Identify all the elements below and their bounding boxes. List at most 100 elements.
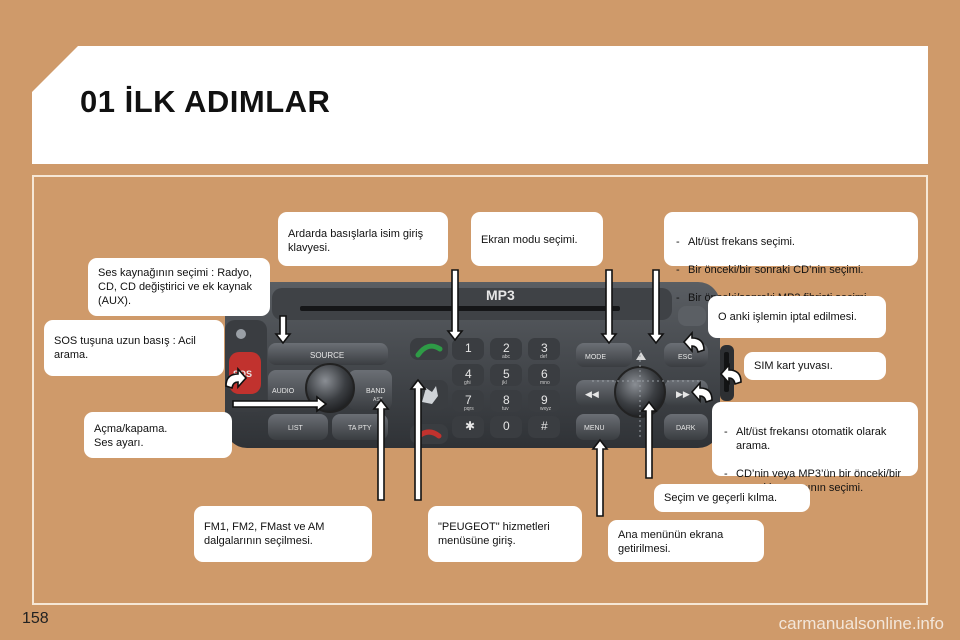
keypad-letters: ghi (464, 380, 471, 386)
up-arrow-icon (636, 352, 646, 360)
callout-source-select-text: Ses kaynağının seçimi : Radyo, CD, CD de… (98, 267, 253, 307)
callout-confirm-text: Seçim ve geçerli kılma. (664, 492, 778, 504)
ta-pty-label: TA PTY (348, 425, 372, 432)
keypad-digit: 6 (541, 367, 548, 381)
ta-pty-button (332, 414, 388, 440)
keypad-digit: ✱ (465, 419, 475, 433)
auto-search-arrow (690, 380, 713, 404)
callout-freq-track: Alt/üst frekans seçimi. Bir önceki/bir s… (664, 212, 918, 305)
keypad-digit: 9 (541, 393, 548, 407)
power-volume-arrow (232, 395, 328, 413)
keypad-key: ✱ (452, 416, 484, 438)
audio-label: AUDIO (272, 388, 295, 395)
dark-button (664, 414, 708, 440)
keypad-key: # (528, 416, 560, 438)
callout-band-select: FM1, FM2, FMast ve AM dalgalarının seçil… (194, 506, 372, 562)
callout-cancel-operation-text: O anki işlemin iptal edilmesi. (718, 311, 857, 323)
keypad-digit: 2 (503, 341, 510, 355)
content-frame (32, 175, 928, 605)
keypad-digit: 7 (465, 393, 472, 407)
list-label: LIST (288, 425, 304, 432)
callout-display-mode: Ekran modu seçimi. (471, 212, 603, 266)
keypad-key: 0 (490, 416, 522, 438)
callout-peugeot-menu-text: "PEUGEOT" hizmetleri menüsüne giriş. (438, 521, 550, 547)
mode-label: MODE (585, 354, 606, 361)
callout-auto-search: Alt/üst frekansı otomatik olarak arama. … (712, 402, 918, 494)
dark-label: DARK (676, 425, 696, 432)
keypad-digit: # (541, 419, 548, 433)
source-button (268, 343, 388, 365)
led-indicator (236, 329, 246, 339)
keypad-letters: jkl (501, 380, 507, 386)
mode-button (576, 343, 632, 367)
sim-slot-arrow (719, 362, 742, 386)
callout-source-select: Ses kaynağının seçimi : Radyo, CD, CD de… (88, 258, 270, 316)
menu-label: MENU (584, 425, 605, 432)
sos-button (229, 352, 261, 394)
callout-keyboard-entry: Ardarda basışlarla isim giriş klavyesi. (278, 212, 448, 266)
keypad-digit: 1 (465, 341, 472, 355)
list-button (268, 414, 328, 440)
callout-sim-slot: SIM kart yuvası. (744, 352, 886, 380)
callout-peugeot-menu: "PEUGEOT" hizmetleri menüsüne giriş. (428, 506, 582, 562)
cd-slot (300, 306, 620, 311)
page-number: 158 (22, 610, 49, 627)
peugeot-lion-icon (422, 386, 438, 404)
call-icon (415, 343, 443, 358)
confirm-arrow (640, 400, 658, 479)
display-label: MP3 (486, 287, 515, 303)
callout-freq-track-item: Alt/üst frekans seçimi. (674, 235, 910, 249)
keypad-letters: tuv (502, 406, 509, 412)
esc-label: ESC (678, 354, 692, 361)
source-label: SOURCE (310, 351, 344, 360)
keypad-digit: 3 (541, 341, 548, 355)
keypad-digit: 8 (503, 393, 510, 407)
callout-keyboard-entry-text: Ardarda basışlarla isim giriş klavyesi. (288, 228, 424, 254)
prev-label: ◀◀ (585, 389, 599, 399)
next-label: ▶▶ (676, 389, 690, 399)
keyboard-entry-arrow (446, 269, 464, 342)
callout-band-select-text: FM1, FM2, FMast ve AM dalgalarının seçil… (204, 521, 325, 547)
menu-button (576, 414, 620, 440)
peugeot-menu-arrow (409, 378, 427, 501)
keypad-key: 1 (452, 338, 484, 360)
main-menu-arrow (591, 438, 609, 517)
keypad-letters: wxyz (540, 406, 552, 412)
keypad-digit: 0 (503, 419, 510, 433)
callout-power-volume: Açma/kapama. Ses ayarı. (84, 412, 232, 458)
sos-arrow (225, 366, 248, 390)
callout-main-menu: Ana menünün ekrana getirilmesi. (608, 520, 764, 562)
prev-button (576, 380, 620, 406)
keypad-digit: 4 (465, 367, 472, 381)
header-panel (32, 46, 928, 164)
source-select-arrow (274, 315, 292, 345)
callout-auto-search-item: Alt/üst frekansı otomatik olarak arama. (722, 425, 910, 453)
callout-display-mode-text: Ekran modu seçimi. (481, 234, 578, 246)
callout-sim-slot-text: SIM kart yuvası. (754, 360, 833, 372)
keypad-letters: mno (540, 380, 550, 386)
callout-cancel-operation: O anki işlemin iptal edilmesi. (708, 296, 886, 338)
band-sub-label: AST (373, 397, 383, 403)
watermark: carmanualsonline.info (778, 614, 944, 633)
callout-power-volume-text: Açma/kapama. Ses ayarı. (94, 423, 168, 449)
callout-arrows (225, 269, 742, 517)
page-title: 01 İLK ADIMLAR (80, 84, 331, 119)
keypad-letters: def (540, 354, 548, 360)
display-mode-arrow (600, 269, 618, 345)
callout-confirm: Seçim ve geçerli kılma. (654, 484, 810, 512)
callout-main-menu-text: Ana menünün ekrana getirilmesi. (618, 529, 724, 555)
band-label: BAND (366, 388, 385, 395)
cancel-operation-arrow (682, 330, 705, 354)
freq-track-arrow (647, 269, 665, 345)
keypad-letters: pqrs (464, 406, 474, 412)
eject-button (678, 306, 706, 326)
